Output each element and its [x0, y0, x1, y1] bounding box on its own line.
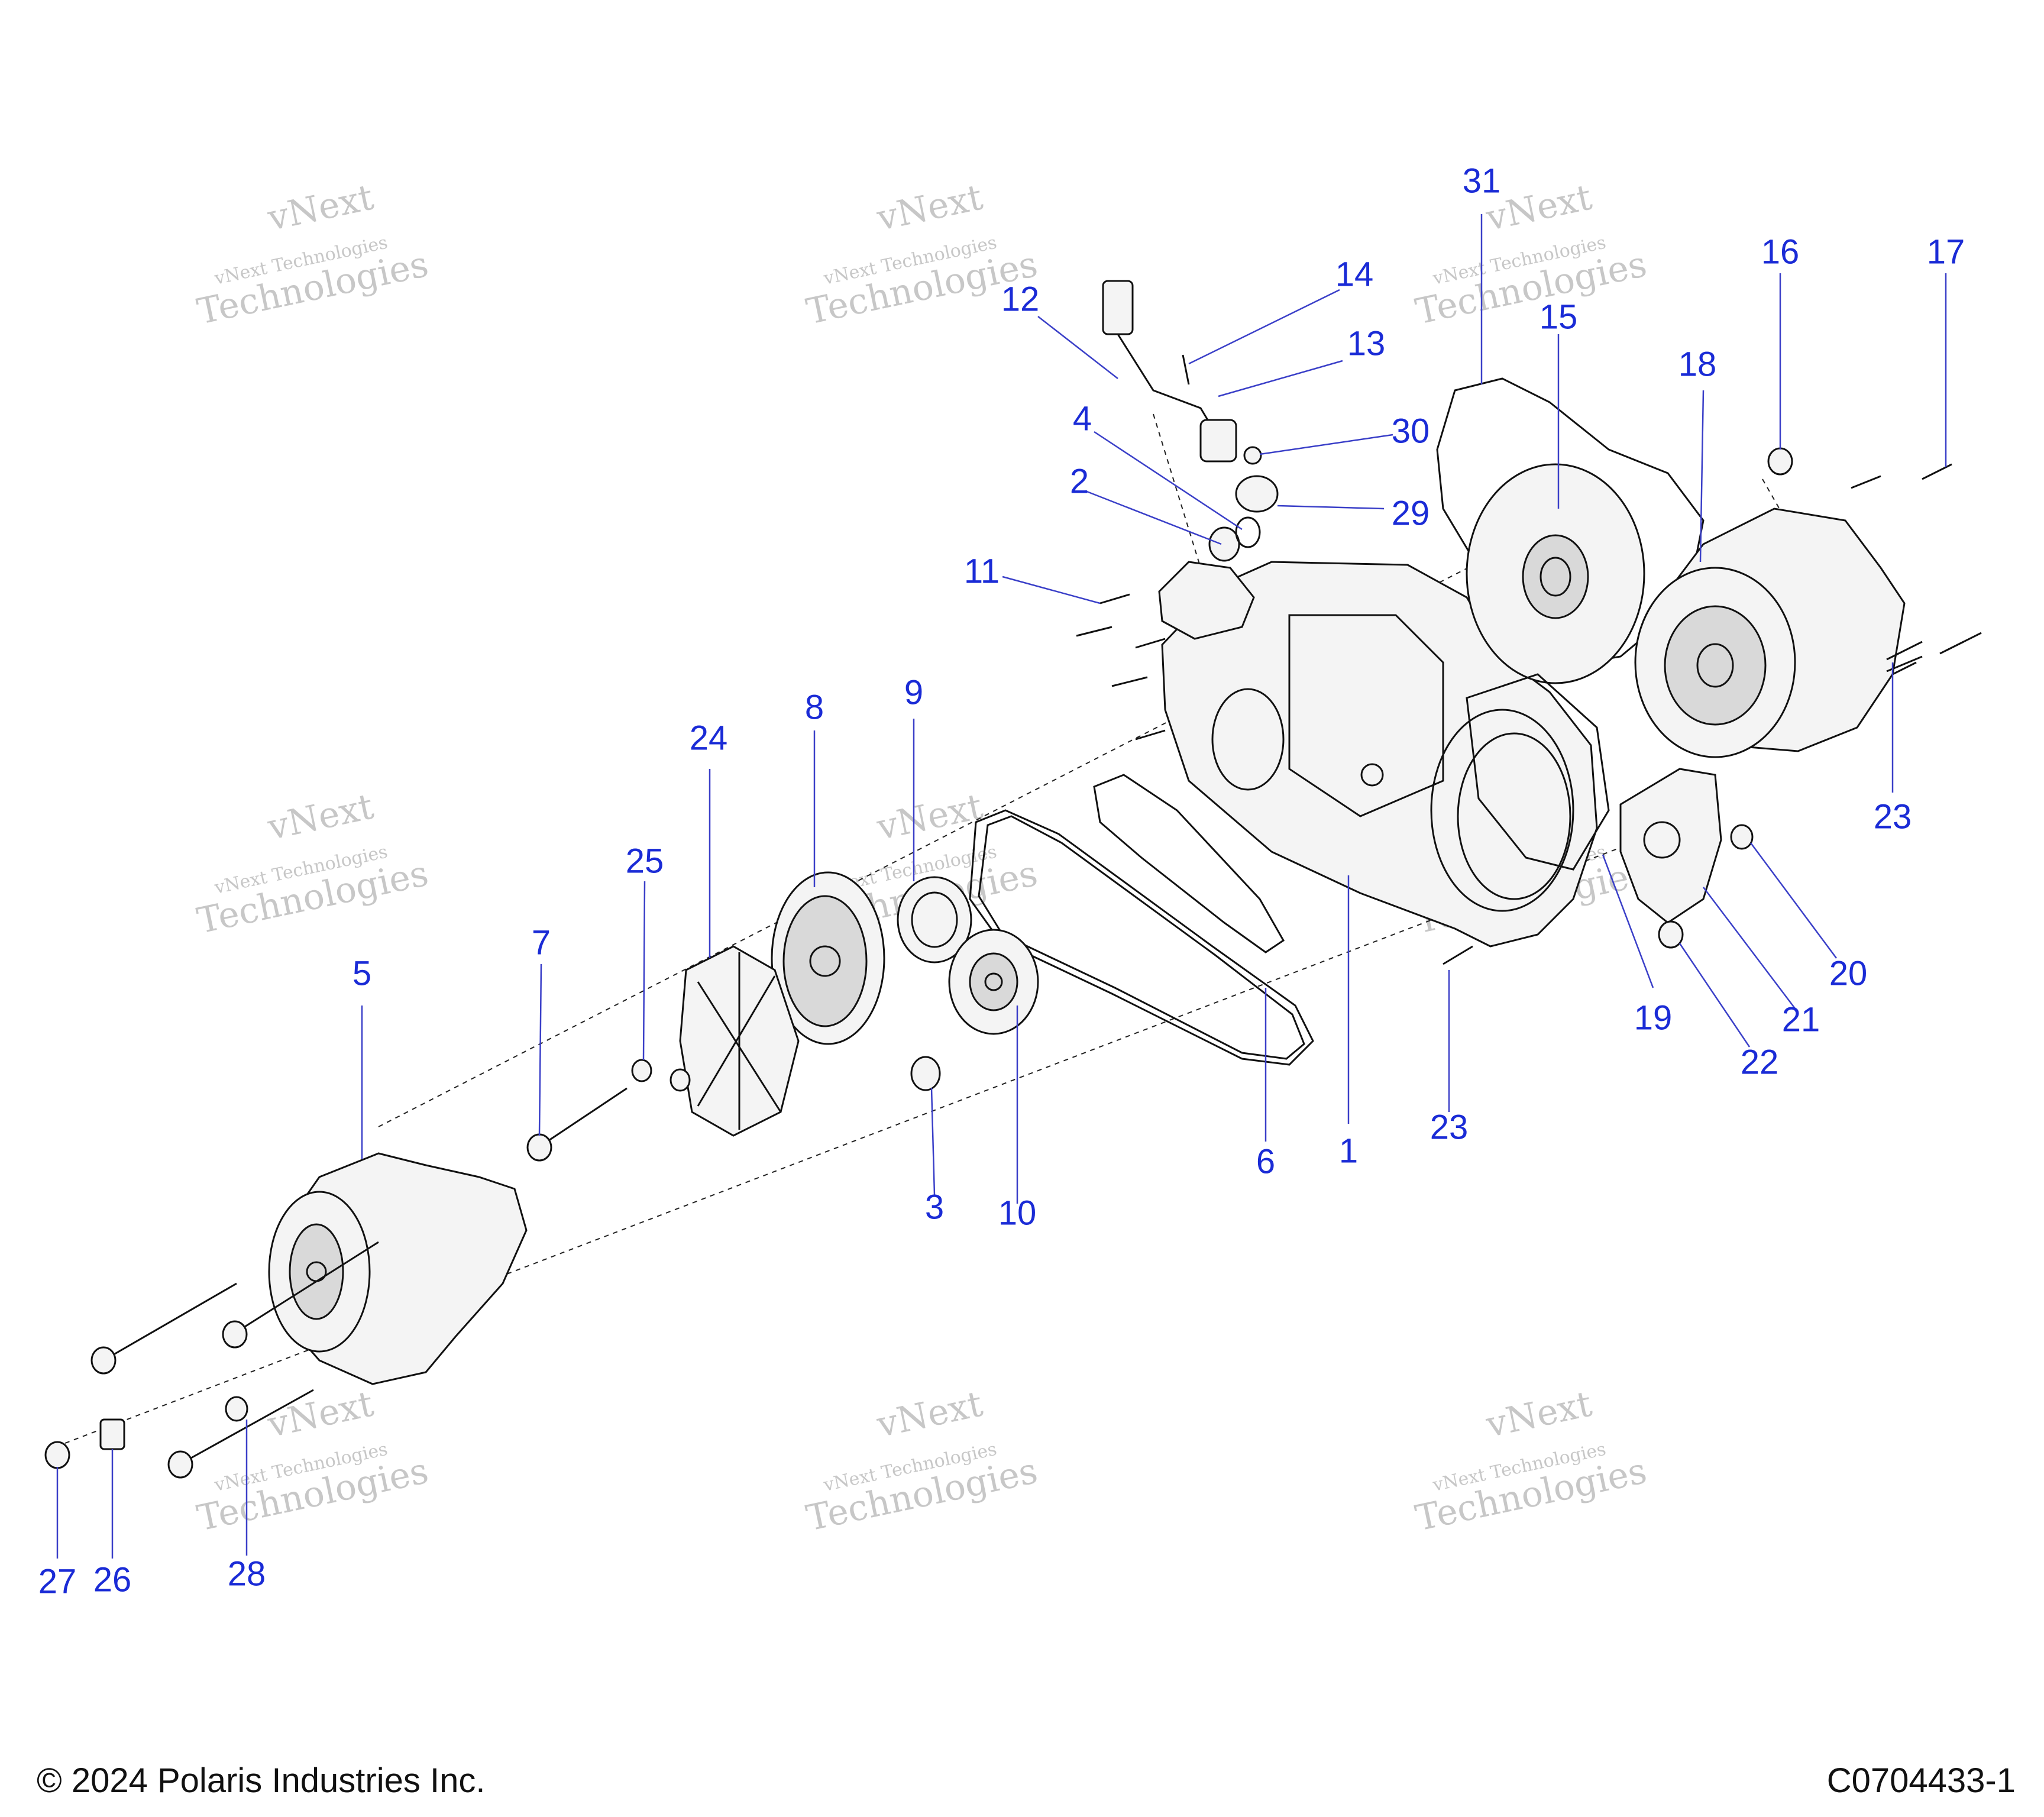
spacer-part-3 — [910, 1056, 941, 1091]
nut-part-25 — [631, 1059, 691, 1092]
callout-3: 3 — [925, 1188, 944, 1226]
callout-2: 2 — [1070, 462, 1089, 500]
callout-18: 18 — [1678, 345, 1717, 383]
callout-23: 23 — [1874, 797, 1912, 836]
callout-17: 17 — [1927, 232, 1965, 271]
cover-bolts-part-11 — [1076, 593, 1166, 741]
callout-16: 16 — [1761, 232, 1800, 271]
leader-lines — [56, 214, 1947, 1559]
drawing-code: C0704433-1 — [1826, 1761, 2016, 1800]
callout-22: 22 — [1741, 1043, 1779, 1081]
callout-20: 20 — [1829, 954, 1868, 992]
callout-14: 14 — [1335, 255, 1374, 293]
watermark-text: vNext — [873, 1383, 986, 1446]
seal-ring-part-19 — [1466, 673, 1610, 871]
watermark-text: vNext — [264, 176, 377, 239]
watermark-text: vNext — [873, 785, 986, 848]
idler-pulley-part-10 — [948, 929, 1039, 1035]
callout-1: 1 — [1339, 1131, 1358, 1170]
callout-13: 13 — [1347, 324, 1386, 363]
callout-30: 30 — [1392, 412, 1430, 450]
callout-21: 21 — [1782, 1000, 1820, 1039]
watermark-text: vNext — [264, 1383, 377, 1446]
alternator-part-5 — [268, 1152, 528, 1385]
bracket-part-21 — [1619, 768, 1722, 924]
bolts-part-28 — [90, 1241, 379, 1479]
callout-19: 19 — [1634, 998, 1673, 1037]
callout-6: 6 — [1256, 1142, 1275, 1181]
callout-24: 24 — [690, 719, 728, 757]
callout-10: 10 — [998, 1194, 1037, 1232]
oil-seal-part-9 — [897, 876, 972, 964]
callout-7: 7 — [532, 923, 551, 962]
callout-25: 25 — [626, 842, 664, 880]
sprocket-part-15 — [1466, 463, 1645, 684]
callout-31: 31 — [1463, 161, 1501, 200]
watermark-text: vNext — [873, 176, 986, 239]
callout-8: 8 — [805, 688, 824, 726]
callout-26: 26 — [93, 1560, 132, 1599]
callout-15: 15 — [1540, 298, 1578, 336]
callout-4: 4 — [1073, 399, 1092, 438]
bolt-part-7 — [526, 1087, 628, 1162]
callout-28: 28 — [228, 1554, 266, 1593]
fan-part-24 — [679, 945, 800, 1137]
callout-29: 29 — [1392, 494, 1430, 532]
copyright-notice: © 2024 Polaris Industries Inc. — [37, 1761, 486, 1800]
watermark-text: vNext — [264, 785, 377, 848]
callout-9: 9 — [904, 673, 923, 712]
callout-12: 12 — [1001, 280, 1040, 318]
callout-5: 5 — [352, 954, 371, 992]
callout-23: 23 — [1430, 1108, 1469, 1146]
hardware-parts-26-27 — [44, 1418, 125, 1469]
callout-11: 11 — [964, 552, 1000, 590]
front-cover-part-1 — [1158, 561, 1598, 948]
crank-pulley-part-8 — [771, 871, 885, 1045]
ac-compressor-part-18 — [1634, 507, 1906, 758]
callout-27: 27 — [38, 1562, 77, 1601]
sensor-assembly-parts-12-14 — [1102, 280, 1279, 562]
watermark-text: vNext — [1482, 1383, 1595, 1446]
compressor-bolts-parts-16-23 — [1443, 447, 1982, 965]
